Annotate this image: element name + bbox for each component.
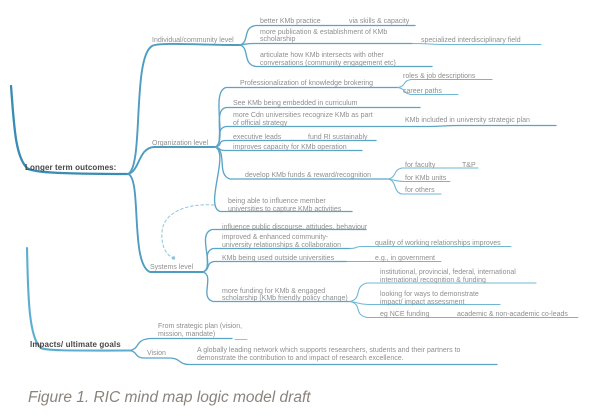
node-vision-statement[interactable]: A globally leading network which support… <box>197 347 461 362</box>
node-organization-level[interactable]: Organization level <box>152 139 209 147</box>
node-improves-capacity[interactable]: improves capacity for KMb operation <box>233 143 347 151</box>
node-for-kmb-units[interactable]: for KMb units <box>405 175 447 182</box>
node-vision[interactable]: Vision <box>147 349 166 357</box>
node-specialized-field[interactable]: specialized interdisciplinary field <box>421 37 521 44</box>
node-articulate-kmb[interactable]: articulate how KMb intersects with other… <box>260 52 396 67</box>
node-kmb-outside-universities[interactable]: KMb being used outside universities <box>222 254 335 262</box>
node-executive-leads[interactable]: executive leads <box>233 133 282 141</box>
node-develop-kmb-funds[interactable]: develop KMb funds & reward/recognition <box>245 172 372 179</box>
node-career-paths[interactable]: career paths <box>403 87 442 95</box>
node-professionalization[interactable]: Professionalization of knowledge brokeri… <box>240 80 374 87</box>
trunk-impacts <box>25 246 132 352</box>
node-roles-job-descriptions[interactable]: roles & job descriptions <box>403 72 476 80</box>
node-more-publication[interactable]: more publication & establishment of KMb … <box>260 28 388 44</box>
node-fund-ri[interactable]: fund RI sustainably <box>308 133 368 141</box>
node-demonstrate-impact[interactable]: looking for ways to demonstrate impact/ … <box>380 291 479 306</box>
node-community-university[interactable]: improved & enhanced community- universit… <box>222 234 342 249</box>
node-institutional-recognition[interactable]: institutional, provincial, federal, inte… <box>380 269 516 284</box>
node-universities-recognize[interactable]: more Cdn universities recognize KMb as p… <box>233 112 373 127</box>
node-quality-relationships[interactable]: quality of working relationships improve… <box>375 240 501 247</box>
node-for-faculty[interactable]: for faculty <box>405 161 436 169</box>
node-tenure-promotion[interactable]: T&P <box>462 161 476 169</box>
node-systems-level[interactable]: Systems level <box>150 264 194 271</box>
node-via-skills-capacity[interactable]: via skills & capacity <box>349 18 410 25</box>
node-influence-member-universities[interactable]: being able to influence member universit… <box>228 198 342 213</box>
node-academic-coleads[interactable]: academic & non-academic co-leads <box>457 311 568 318</box>
node-individual-community-level[interactable]: Individual/community level <box>152 37 234 44</box>
node-for-others[interactable]: for others <box>405 187 435 194</box>
node-more-funding[interactable]: more funding for KMb & engaged scholarsh… <box>222 287 348 303</box>
node-eg-in-government[interactable]: e.g., in government <box>375 254 435 262</box>
node-influence-discourse[interactable]: influence public discourse, attitudes, b… <box>222 223 368 231</box>
node-longer-term-outcomes[interactable]: Longer term outcomes: <box>25 163 117 172</box>
node-from-strategic-plan[interactable]: From strategic plan (vision, mission, ma… <box>158 323 243 338</box>
node-nce-funding[interactable]: eg NCE funding <box>380 311 430 318</box>
dashed-relationship-arrow <box>161 204 215 258</box>
node-embedded-curriculum[interactable]: See KMb being embedded in curriculum <box>233 100 358 107</box>
trunk-outcomes <box>9 84 130 176</box>
figure-caption: Figure 1. RIC mind map logic model draft <box>28 389 311 406</box>
node-strategic-plan-inclusion[interactable]: KMb included in university strategic pla… <box>405 117 530 124</box>
node-impacts-ultimate-goals[interactable]: Impacts/ ultimate goals <box>30 340 121 349</box>
node-better-kmb-practice[interactable]: better KMb practice <box>260 18 321 25</box>
